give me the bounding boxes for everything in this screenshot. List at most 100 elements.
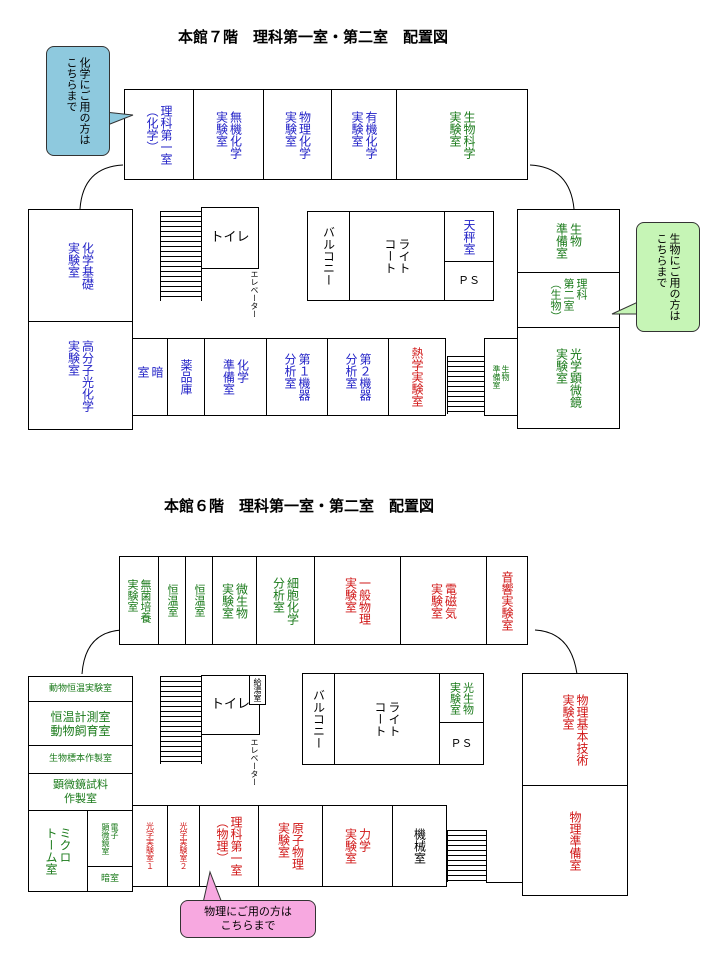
callout-text: 生物にご用の方は こちらまで (655, 233, 681, 321)
room-label: ライト コート (373, 701, 401, 737)
floor7-corridor-arc-left (79, 164, 124, 210)
room-basic-chem-lab[interactable]: 化学基礎 実験室 (28, 209, 133, 322)
room-label: 生物 準備室 (554, 223, 583, 259)
room-instrument1[interactable]: 第１機器 分析室 (266, 338, 328, 416)
room-chemical-store[interactable]: 薬品庫 (167, 338, 205, 416)
room-label: 高分子光化学 実験室 (66, 339, 95, 412)
room-label: 暗室 (100, 873, 119, 884)
room-ps-6f[interactable]: ＰＳ (439, 722, 484, 765)
room-organic-lab[interactable]: 有機化学 実験室 (331, 89, 397, 180)
room-balance-7f[interactable]: 天秤室 (444, 211, 494, 262)
room-label: 給湯室 (253, 678, 262, 702)
room-label: 理科第一室 （化学） (145, 104, 173, 165)
room-atomic-physics-lab[interactable]: 原子物理 実験室 (258, 805, 323, 887)
room-lightcourt-6f[interactable]: ライト コート (334, 673, 440, 765)
floor6-title: 本館６階 理科第一室・第二室 配置図 (164, 497, 435, 515)
room-electron-microscope[interactable]: 電子 顕微鏡室 (87, 810, 133, 867)
room-hot-water[interactable]: 給湯室 (249, 675, 266, 705)
room-chem-prep[interactable]: 化学 準備室 (204, 338, 267, 416)
room-instrument2[interactable]: 第２機器 分析室 (327, 338, 389, 416)
room-general-physics-lab[interactable]: 一般物理 実験室 (314, 556, 401, 645)
callout-physics: 物理にご用の方は こちらまで (180, 900, 316, 938)
room-mechanics-lab[interactable]: 力学 実験室 (322, 805, 393, 887)
room-photobio-lab[interactable]: 光生物 実験室 (439, 673, 484, 723)
room-toilet-7f[interactable]: トイレ (201, 207, 259, 269)
room-optical-lab1[interactable]: 光学実験室１ (132, 805, 168, 887)
room-label: 理科 第二室 （生物） (549, 278, 588, 322)
room-darkroom-7f[interactable]: 暗 室 (132, 338, 168, 416)
room-label: 理科第一室 （物理） (215, 816, 243, 876)
room-balcony-7f[interactable]: バルコニー (307, 211, 350, 301)
room-microbio-lab[interactable]: 微生物 実験室 (212, 556, 257, 645)
room-ps-7f[interactable]: ＰＳ (444, 261, 494, 301)
room-label: 無機化学 実験室 (214, 110, 243, 159)
room-label: 生物 準備室 (492, 365, 510, 389)
room-acoustic-lab[interactable]: 音響実験室 (486, 556, 528, 645)
room-sterile-culture[interactable]: 無菌培養 実験室 (119, 556, 159, 645)
room-label: 恒温室 (193, 584, 206, 617)
room-label: 動物恒温実験室 (48, 683, 112, 694)
room-optical-microscope-lab[interactable]: 光学顕微鏡 実験室 (517, 327, 620, 429)
room-label: 物理基本技術 実験室 (561, 693, 589, 766)
room-physics-basic-lab[interactable]: 物理基本技術 実験室 (522, 673, 628, 786)
room-label: 音響実験室 (500, 570, 514, 631)
room-label: 薬品庫 (179, 359, 193, 395)
room-sci2-bio[interactable]: 理科 第二室 （生物） (517, 272, 620, 328)
room-label: トイレ (210, 230, 250, 245)
room-animal-const-lab[interactable]: 動物恒温実験室 (28, 676, 133, 702)
room-label: バルコニー (321, 226, 336, 286)
callout-text: 物理にご用の方は こちらまで (204, 905, 292, 932)
room-thermal-lab[interactable]: 熱学実験室 (388, 338, 446, 416)
room-label: 顕微鏡試料 作製室 (53, 778, 108, 805)
room-label: ミクロ トーム室 (44, 827, 72, 875)
floor6-stairs-right (447, 830, 487, 882)
room-balcony-6f[interactable]: バルコニー (302, 673, 335, 765)
floor7-stairs-right (447, 356, 485, 414)
room-darkroom-6f[interactable]: 暗室 (87, 866, 133, 892)
room-label: 恒温計測室 動物飼育室 (50, 709, 111, 738)
room-bio-prep-7f[interactable]: 生物 準備室 (517, 209, 620, 273)
room-label: 物理化学 実験室 (283, 110, 312, 159)
room-label: 恒温室 (166, 584, 179, 617)
room-cellchem-lab[interactable]: 細胞化学 分析室 (256, 556, 315, 645)
room-label: 暗 室 (136, 366, 164, 388)
room-electromagnetic-lab[interactable]: 電磁気 実験室 (400, 556, 487, 645)
room-sci1-physics[interactable]: 理科第一室 （物理） (199, 805, 259, 887)
room-label: 電子 顕微鏡室 (101, 822, 119, 855)
room-specimen-prep[interactable]: 生物標本作製室 (28, 745, 133, 774)
callout-chemistry: 化学にご用の方は こちらまで (46, 46, 110, 156)
room-microtome[interactable]: ミクロ トーム室 (28, 810, 88, 892)
room-label: 天秤室 (462, 218, 476, 255)
room-machine-room[interactable]: 機械室 (392, 805, 447, 887)
room-label: 生物科学 実験室 (448, 110, 476, 159)
room-const-measure[interactable]: 恒温計測室 動物飼育室 (28, 701, 133, 746)
room-constant-temp2[interactable]: 恒温室 (185, 556, 213, 645)
room-label: 光学実験室１ (145, 822, 155, 870)
room-label: 光学実験室２ (179, 822, 188, 870)
room-label: 熱学実験室 (410, 347, 424, 407)
room-bioscience-lab[interactable]: 生物科学 実験室 (396, 89, 528, 180)
room-label: 光生物 実験室 (448, 681, 475, 715)
room-constant-temp1[interactable]: 恒温室 (158, 556, 186, 645)
room-physics-prep[interactable]: 物理準備室 (522, 785, 628, 896)
room-polymer-lab[interactable]: 高分子光化学 実験室 (28, 321, 133, 430)
room-label: 化学 準備室 (221, 359, 250, 395)
room-physchem-lab[interactable]: 物理化学 実験室 (263, 89, 332, 180)
room-label: ＰＳ (450, 736, 473, 750)
room-label: 力学 実験室 (343, 828, 372, 864)
room-lightcourt-7f[interactable]: ライト コート (349, 211, 445, 301)
floor6-corridor-arc-left (81, 629, 123, 675)
room-label: 一般物理 実験室 (343, 576, 372, 625)
room-label: 無菌培養 実験室 (126, 578, 152, 623)
floor7-title: 本館７階 理科第一室・第二室 配置図 (178, 28, 449, 46)
room-label: ライト コート (383, 238, 411, 274)
room-optical-lab2[interactable]: 光学実験室２ (167, 805, 200, 887)
room-bio-prep2-7f[interactable]: 生物 準備室 (484, 338, 518, 416)
room-microscope-sample[interactable]: 顕微鏡試料 作製室 (28, 773, 133, 811)
room-label: 第１機器 分析室 (283, 353, 311, 401)
room-label: 機械室 (412, 828, 427, 864)
room-inorganic-lab[interactable]: 無機化学 実験室 (193, 89, 264, 180)
room-label: バルコニー (311, 689, 326, 749)
room-sci1-chem[interactable]: 理科第一室 （化学） (124, 89, 194, 180)
floor6-corridor-arc-right (534, 629, 578, 675)
